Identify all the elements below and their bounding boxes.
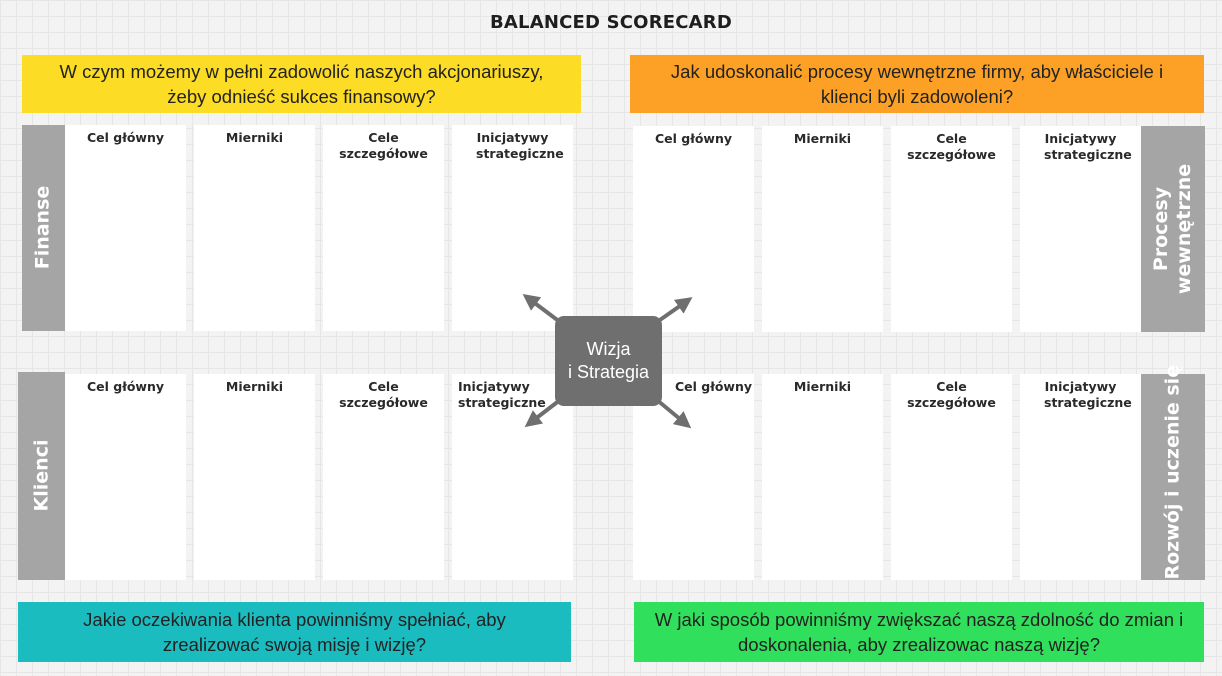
column-header: Cel główny: [86, 379, 165, 394]
clients-col-main-goal: Cel główny: [65, 374, 186, 580]
column-header: Cel główny: [654, 131, 733, 146]
processes-perspective-bar: Procesy wewnętrzne: [1141, 126, 1205, 332]
processes-col-main-goal: Cel główny: [633, 126, 754, 332]
processes-perspective-label: Procesy wewnętrzne: [1150, 126, 1196, 332]
growth-col-main-goal: Cel główny: [633, 374, 754, 580]
processes-col-objectives: Cele szczegółowe: [891, 126, 1012, 332]
column-header: Mierniki: [793, 131, 852, 146]
processes-label-line2: wewnętrzne: [1173, 163, 1195, 295]
clients-col-objectives: Cele szczegółowe: [323, 374, 444, 580]
clients-perspective-bar: Klienci: [18, 372, 65, 580]
finance-col-measures: Mierniki: [194, 125, 315, 331]
column-header: Inicjatywy strategiczne: [1044, 379, 1132, 410]
growth-question: W jaki sposób powinniśmy zwiększać naszą…: [634, 602, 1204, 662]
growth-col-initiatives: Inicjatywy strategiczne: [1020, 374, 1141, 580]
vision-strategy-box: Wizja i Strategia: [555, 316, 662, 406]
finance-perspective-label: Finanse: [31, 185, 54, 270]
clients-col-initiatives: Inicjatywy strategiczne: [452, 374, 573, 580]
finance-question: W czym możemy w pełni zadowolić naszych …: [22, 55, 581, 113]
column-header: Cel główny: [674, 379, 753, 394]
finance-col-main-goal: Cel główny: [65, 125, 186, 331]
processes-label-line1: Procesy: [1150, 186, 1172, 272]
clients-perspective-label: Klienci: [30, 439, 53, 512]
growth-col-objectives: Cele szczegółowe: [891, 374, 1012, 580]
finance-perspective-bar: Finanse: [22, 125, 65, 331]
finance-col-initiatives: Inicjatywy strategiczne: [452, 125, 573, 331]
column-header: Cele szczegółowe: [339, 379, 428, 410]
center-line1: Wizja: [586, 339, 631, 359]
growth-col-measures: Mierniki: [762, 374, 883, 580]
column-header: Inicjatywy strategiczne: [1044, 131, 1132, 162]
processes-question: Jak udoskonalić procesy wewnętrzne firmy…: [630, 55, 1204, 113]
column-header: Mierniki: [225, 379, 284, 394]
processes-col-initiatives: Inicjatywy strategiczne: [1020, 126, 1141, 332]
center-line2: i Strategia: [567, 362, 650, 382]
column-header: Inicjatywy strategiczne: [458, 379, 546, 410]
column-header: Cele szczegółowe: [339, 130, 428, 161]
column-header: Cele szczegółowe: [907, 131, 996, 162]
processes-col-measures: Mierniki: [762, 126, 883, 332]
column-header: Mierniki: [225, 130, 284, 145]
growth-perspective-bar: Rozwój i uczenie się: [1141, 364, 1205, 580]
column-header: Inicjatywy strategiczne: [476, 130, 564, 161]
column-header: Mierniki: [793, 379, 852, 394]
clients-col-measures: Mierniki: [194, 374, 315, 580]
finance-col-objectives: Cele szczegółowe: [323, 125, 444, 331]
column-header: Cele szczegółowe: [907, 379, 996, 410]
column-header: Cel główny: [86, 130, 165, 145]
clients-question: Jakie oczekiwania klienta powinniśmy spe…: [18, 602, 571, 662]
growth-perspective-label: Rozwój i uczenie się: [1161, 364, 1184, 580]
page-title: BALANCED SCORECARD: [489, 12, 732, 33]
